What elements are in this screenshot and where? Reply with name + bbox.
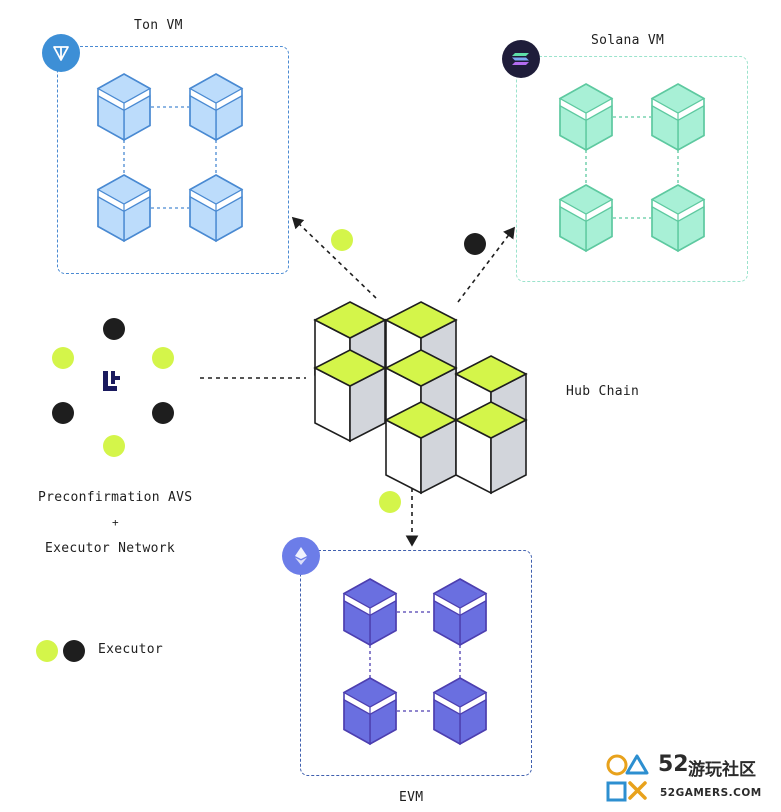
executor-dot-black bbox=[152, 402, 174, 424]
solana-vm-label: Solana VM bbox=[591, 33, 665, 48]
executor-network-title: Executor Network bbox=[45, 541, 176, 556]
solana-vm-box bbox=[516, 56, 748, 282]
legend-dot-green bbox=[36, 640, 58, 662]
avs-title: Preconfirmation AVS bbox=[38, 490, 193, 505]
executor-dot-black bbox=[52, 402, 74, 424]
cube bbox=[432, 677, 488, 746]
executor-dot-green bbox=[152, 347, 174, 369]
watermark-name: 游玩社区 bbox=[688, 760, 756, 780]
hub-chain-cubes bbox=[313, 301, 528, 495]
avs-plus: + bbox=[112, 516, 119, 529]
cube bbox=[342, 578, 398, 647]
eigenlayer-logo-icon bbox=[103, 371, 121, 391]
hub-cube bbox=[454, 401, 528, 495]
cube bbox=[558, 83, 614, 152]
evm-label: EVM bbox=[399, 790, 424, 805]
executor-dot-green bbox=[331, 229, 353, 251]
watermark-number: 52 bbox=[658, 752, 689, 777]
solana-cube-grid bbox=[558, 83, 706, 253]
cube bbox=[432, 578, 488, 647]
cube bbox=[650, 83, 706, 152]
solana-icon bbox=[502, 40, 540, 78]
executor-dot-green bbox=[52, 347, 74, 369]
watermark-symbols-icon bbox=[606, 754, 649, 802]
watermark-site: 52GAMERS.COM bbox=[660, 787, 762, 799]
executor-dot-black bbox=[464, 233, 486, 255]
ton-vm-label: Ton VM bbox=[134, 18, 183, 33]
executor-dot-green bbox=[103, 435, 125, 457]
executor-dot-green bbox=[379, 491, 401, 513]
ton-icon bbox=[42, 34, 80, 72]
cube bbox=[342, 677, 398, 746]
legend-dot-black bbox=[63, 640, 85, 662]
hub-cube bbox=[313, 349, 387, 443]
ton-cube-grid bbox=[96, 73, 244, 243]
legend-executor-label: Executor bbox=[98, 642, 164, 657]
arrow-hub-to-ton bbox=[291, 216, 377, 299]
cube bbox=[188, 174, 244, 243]
hub-chain-label: Hub Chain bbox=[566, 384, 640, 399]
hub-cube bbox=[384, 401, 458, 495]
ton-vm-box bbox=[57, 46, 289, 274]
watermark-logo: 52 游玩社区 52GAMERS.COM bbox=[604, 752, 776, 806]
cube bbox=[650, 184, 706, 253]
cube bbox=[558, 184, 614, 253]
cube bbox=[96, 73, 152, 142]
ethereum-icon bbox=[282, 537, 320, 575]
cube bbox=[96, 174, 152, 243]
evm-box bbox=[300, 550, 532, 776]
cube bbox=[188, 73, 244, 142]
executor-dot-black bbox=[103, 318, 125, 340]
evm-cube-grid bbox=[342, 578, 488, 746]
